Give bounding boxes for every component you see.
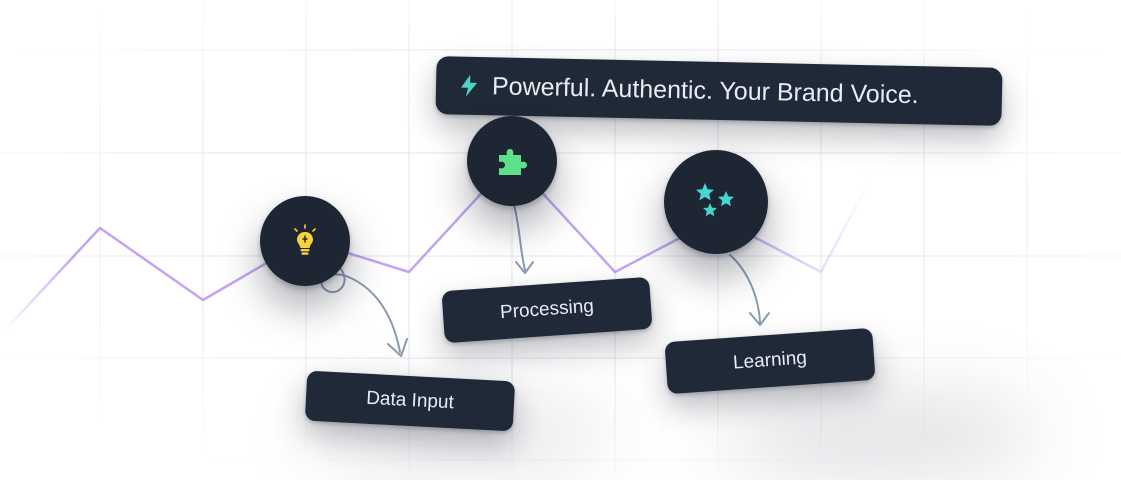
lightning-bolt-icon <box>458 74 480 98</box>
data-input-arrow <box>320 267 401 353</box>
learning-badge <box>664 150 768 254</box>
stars-icon <box>693 181 739 223</box>
data-input-badge <box>260 196 350 286</box>
learning-arrow <box>729 254 761 323</box>
brand-banner: Powerful. Authentic. Your Brand Voice. <box>435 56 1003 126</box>
trend-line <box>4 158 872 331</box>
processing-badge <box>467 116 557 206</box>
puzzle-piece-icon <box>495 144 529 178</box>
processing-arrow <box>513 204 526 271</box>
banner-text: Powerful. Authentic. Your Brand Voice. <box>491 71 919 109</box>
lightbulb-icon <box>290 224 320 258</box>
